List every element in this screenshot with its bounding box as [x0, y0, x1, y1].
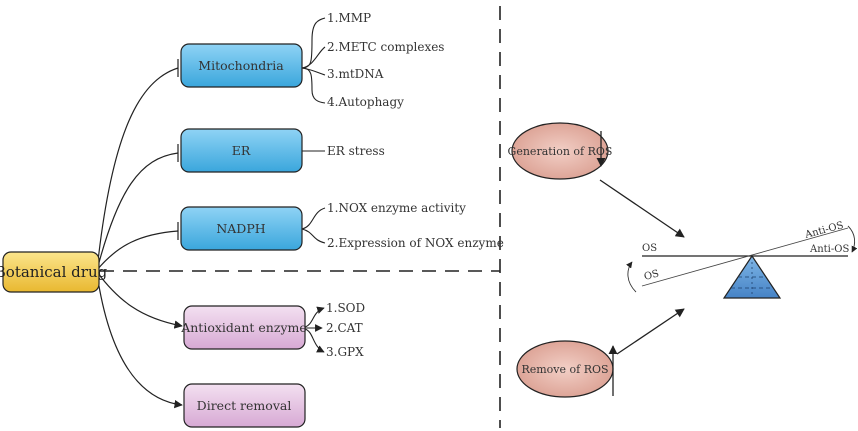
node-er: ER — [180, 128, 303, 173]
right-rotate-arrow-icon — [847, 225, 858, 253]
nadph-label: NADPH — [216, 221, 265, 236]
mitochondria-label: Mitochondria — [198, 58, 284, 73]
nadph-item-1: 1.NOX enzyme activity — [327, 201, 466, 215]
enzyme-item-3: 3.GPX — [326, 345, 364, 359]
node-mitochondria: Mitochondria — [180, 43, 303, 88]
anti-os-label-top: Anti-OS — [803, 220, 845, 241]
direct-removal-label: Direct removal — [197, 398, 292, 413]
enzyme-item-1: 1.SOD — [326, 301, 365, 315]
ros-removal-label: Remove of ROS — [521, 363, 608, 376]
inhibit-connectors — [96, 59, 179, 271]
os-label-top: OS — [642, 243, 657, 254]
balance-beam-tilted — [641, 227, 849, 287]
mito-item-1: 1.MMP — [327, 11, 371, 25]
anti-os-label-bottom: Anti-OS — [809, 244, 849, 255]
nadph-item-2: 2.Expression of NOX enzyme — [327, 236, 504, 250]
balance-scale: OS OS Anti-OS Anti-OS — [626, 220, 858, 299]
enzyme-item-2: 2.CAT — [326, 321, 363, 335]
root-node: Botanical drug — [0, 251, 108, 293]
ros-generation-label: Generation of ROS — [508, 145, 613, 158]
mito-item-3: 3.mtDNA — [327, 67, 384, 81]
mito-item-4: 4.Autophagy — [327, 95, 404, 109]
antioxidant-enzyme-label: Antioxidant enzyme — [180, 320, 307, 335]
root-label: Botanical drug — [0, 263, 108, 281]
left-rotate-arrow-icon — [626, 261, 637, 293]
er-label: ER — [232, 143, 251, 158]
node-direct-removal: Direct removal — [183, 383, 306, 428]
node-antioxidant-enzyme: Antioxidant enzyme — [180, 305, 307, 350]
item-brackets — [301, 17, 326, 353]
node-nadph: NADPH — [180, 206, 303, 251]
item-labels: 1.MMP 2.METC complexes 3.mtDNA 4.Autopha… — [326, 11, 504, 359]
er-item-1: ER stress — [327, 144, 385, 158]
generation-to-balance-arrow — [599, 179, 685, 238]
removal-to-balance-arrow — [616, 308, 685, 355]
promote-connectors — [96, 271, 183, 409]
ros-removal: Remove of ROS — [516, 340, 618, 398]
mito-item-2: 2.METC complexes — [327, 40, 444, 54]
ros-generation: Generation of ROS — [508, 122, 613, 180]
os-label-bottom: OS — [643, 268, 661, 283]
